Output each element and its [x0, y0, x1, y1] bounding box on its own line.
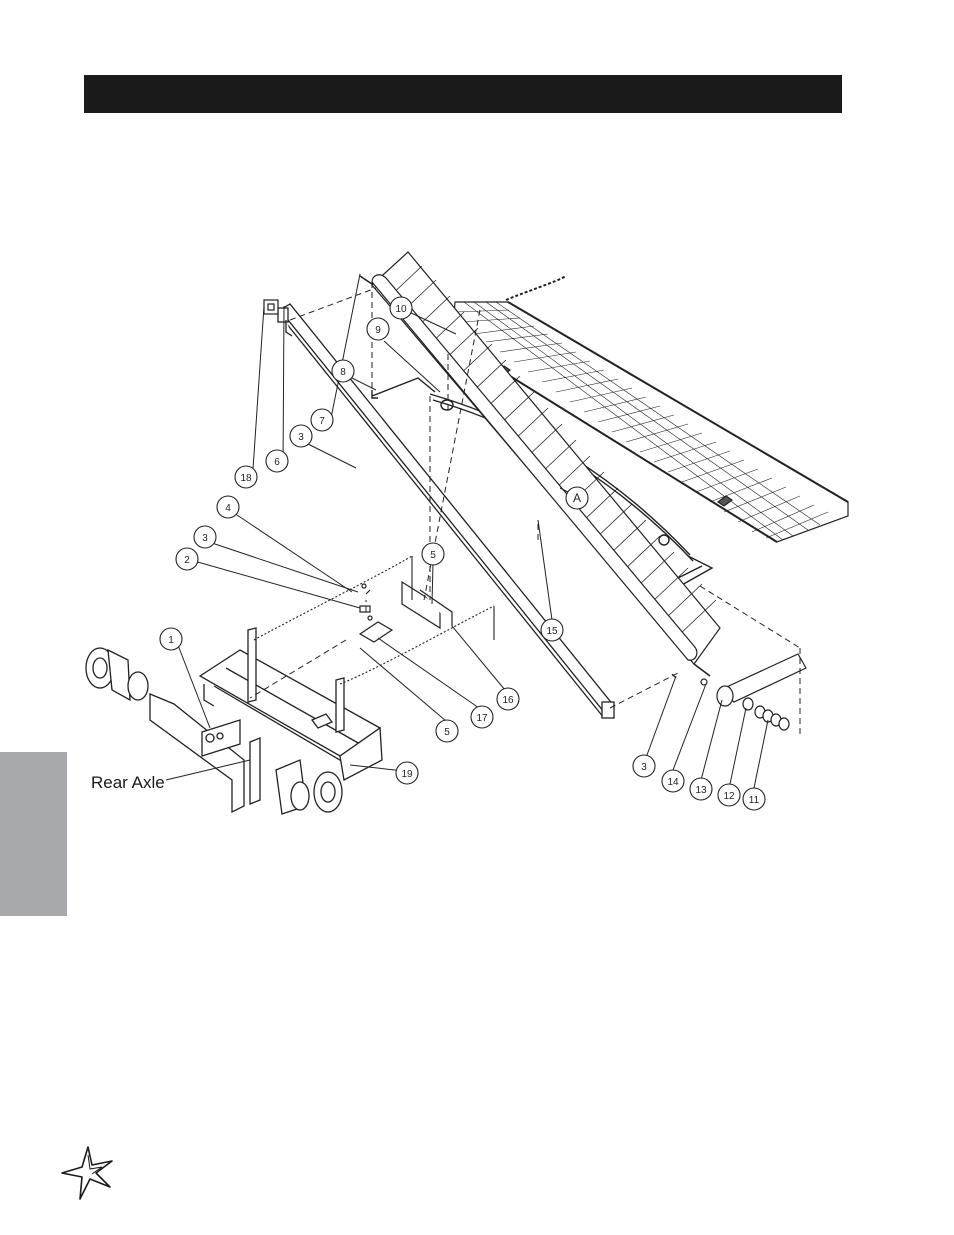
svg-text:3: 3	[202, 533, 208, 544]
chains	[253, 555, 495, 685]
svg-text:16: 16	[502, 695, 514, 706]
callout-19: 19	[395, 761, 419, 785]
section-side-tab	[0, 752, 67, 916]
callout-8: 8	[331, 359, 355, 383]
callout-6: 6	[265, 449, 289, 473]
svg-text:11: 11	[749, 795, 760, 806]
callouts: 10 9 8 7 3 6 18 4 3 2 5 1 15 16 17 5 19 …	[159, 296, 766, 811]
small-parts	[263, 299, 708, 686]
callout-3b: 3	[193, 525, 217, 549]
svg-text:A: A	[573, 491, 581, 505]
callout-12: 12	[717, 783, 741, 807]
svg-text:2: 2	[184, 555, 190, 566]
callout-17: 17	[470, 705, 494, 729]
pivot-arm-assembly	[716, 653, 807, 731]
svg-text:5: 5	[430, 550, 436, 561]
svg-text:3: 3	[298, 432, 304, 443]
callout-14: 14	[661, 769, 685, 793]
svg-text:13: 13	[695, 785, 707, 796]
svg-text:12: 12	[723, 791, 735, 802]
svg-text:19: 19	[401, 769, 413, 780]
callout-3c: 3	[632, 754, 656, 778]
assembly-lines	[249, 280, 801, 736]
callout-3a: 3	[289, 424, 313, 448]
callout-18: 18	[234, 465, 258, 489]
callout-1: 1	[159, 627, 183, 651]
svg-text:17: 17	[476, 713, 488, 724]
callout-5a: 5	[421, 542, 445, 566]
rear-axle-label: Rear Axle	[91, 773, 165, 792]
svg-text:15: 15	[546, 626, 558, 637]
svg-text:4: 4	[225, 503, 231, 514]
callout-A: A	[565, 486, 589, 510]
svg-text:14: 14	[667, 777, 679, 788]
callout-2: 2	[175, 547, 199, 571]
roller-bed	[359, 251, 721, 677]
callout-7: 7	[310, 408, 334, 432]
svg-text:6: 6	[274, 457, 280, 468]
svg-text:10: 10	[395, 304, 407, 315]
svg-text:3: 3	[641, 762, 647, 773]
svg-text:7: 7	[319, 416, 325, 427]
star-logo-icon	[61, 1146, 113, 1200]
svg-text:9: 9	[375, 325, 381, 336]
rear-axle-frame	[85, 627, 383, 815]
callout-5b: 5	[435, 719, 459, 743]
svg-text:18: 18	[240, 473, 252, 484]
section-header-bar	[84, 75, 842, 113]
callout-16: 16	[496, 687, 520, 711]
svg-text:8: 8	[340, 367, 346, 378]
callout-4: 4	[216, 495, 240, 519]
callout-10: 10	[389, 296, 413, 320]
callout-15: 15	[540, 618, 564, 642]
callout-13: 13	[689, 777, 713, 801]
svg-text:1: 1	[168, 635, 174, 646]
callout-9: 9	[366, 317, 390, 341]
frame-bar	[277, 303, 615, 719]
svg-text:5: 5	[444, 727, 450, 738]
leader-lines	[165, 273, 769, 789]
callout-11: 11	[742, 787, 766, 811]
